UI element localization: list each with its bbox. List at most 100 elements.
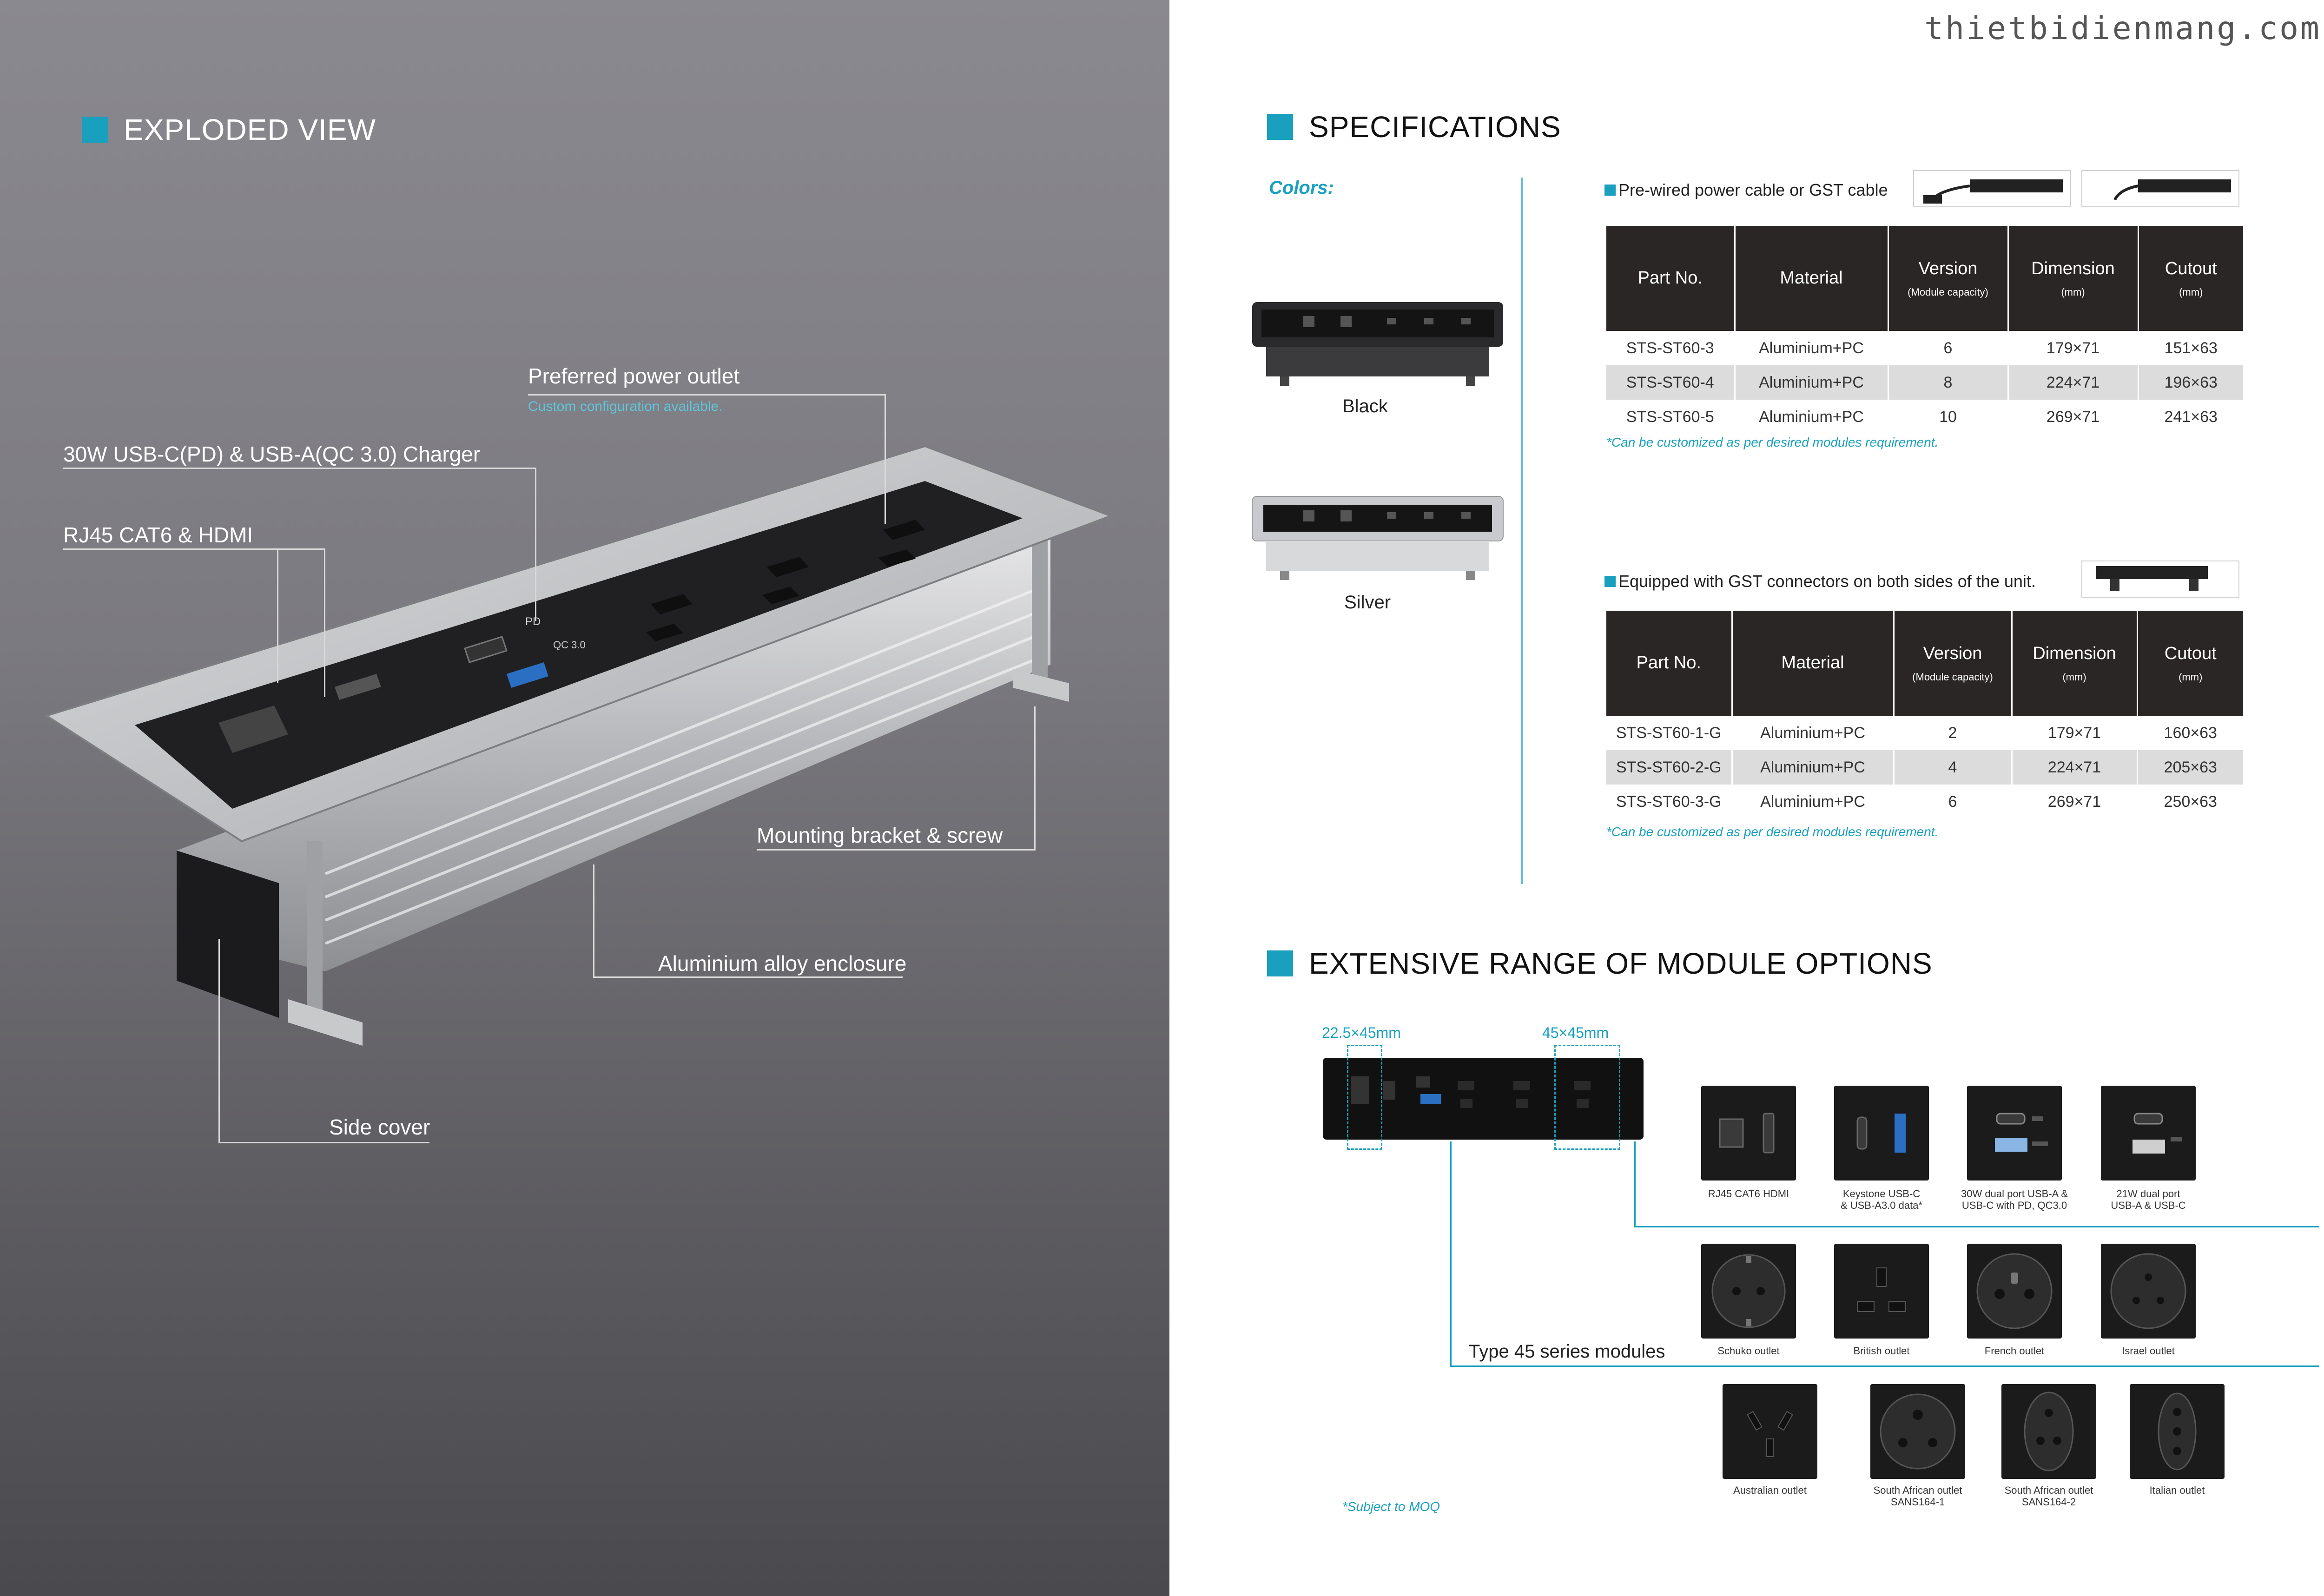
module-label: British outlet: [1853, 1345, 1910, 1357]
colors-label: Colors:: [1269, 178, 1334, 198]
table1-thumb-1: [1913, 170, 2071, 207]
table1-footnote: *Can be customized as per desired module…: [1606, 435, 1939, 449]
module-label: Schuko outlet: [1717, 1345, 1780, 1357]
table1-thumb-2: [2081, 170, 2239, 207]
australian-outlet-icon: [1723, 1384, 1817, 1479]
connector-line: [1450, 1141, 1452, 1366]
title-square-icon: [1267, 950, 1293, 976]
small-module-marker: [1347, 1045, 1382, 1150]
table2-thumb: [2081, 561, 2239, 598]
leader-bracket: [757, 706, 1036, 851]
connector-line: [1634, 1226, 2319, 1227]
black-unit-image: [1252, 302, 1503, 386]
title-square-icon: [82, 117, 108, 143]
south-african-2-outlet-icon: [2001, 1384, 2096, 1479]
callout-enclosure: Aluminium alloy enclosure: [658, 951, 907, 976]
header-material: Material: [1735, 226, 1889, 331]
header-material: Material: [1732, 611, 1895, 716]
header-part-no: Part No.: [1606, 226, 1736, 331]
color-silver-label: Silver: [1344, 592, 1391, 613]
usb-pd-qc-module-icon: [1967, 1086, 2062, 1181]
specifications-panel: thietbidienmang.com SPECIFICATIONS Color…: [1169, 0, 2324, 1596]
caption-square-icon: [1604, 185, 1616, 196]
connector-line: [1450, 1365, 2319, 1367]
table2-caption: Equipped with GST connectors on both sid…: [1604, 572, 2036, 591]
south-african-1-outlet-icon: [1870, 1384, 1965, 1479]
table-header-row: Part No. Material Version(Module capacit…: [1606, 611, 2243, 716]
table-header-row: Part No. Material Version(Module capacit…: [1606, 226, 2243, 331]
moq-footnote: *Subject to MOQ: [1342, 1499, 1440, 1514]
callout-power-outlet-sub: Custom configuration available.: [528, 399, 723, 414]
specifications-title: SPECIFICATIONS: [1267, 110, 1561, 144]
silver-unit-image: [1252, 496, 1504, 580]
title-square-icon: [1267, 114, 1293, 140]
side-cover: [177, 851, 279, 1018]
exploded-view-title: EXPLODED VIEW: [82, 112, 376, 147]
module-label: RJ45 CAT6 HDMI: [1708, 1188, 1789, 1200]
enclosure-grooves: [324, 584, 1047, 945]
header-cutout: Cutout(mm): [2138, 226, 2243, 331]
keystone-usb-module-icon: [1834, 1086, 1929, 1181]
vertical-divider: [1521, 178, 1523, 884]
spec-table-2: Part No. Material Version(Module capacit…: [1606, 611, 2243, 819]
pd-mark: PD: [525, 615, 541, 628]
screw-right: [1032, 534, 1048, 683]
header-version: Version(Module capacity): [1888, 226, 2009, 331]
usb-21w-module-icon: [2101, 1086, 2196, 1181]
hdmi-port: [335, 674, 381, 700]
leader-enclosure: [593, 864, 903, 978]
leader-rj45-hdmi: [63, 548, 325, 697]
header-dimension: Dimension(mm): [2012, 611, 2138, 716]
color-black-label: Black: [1342, 396, 1388, 416]
dim-small-label: 22.5×45mm: [1322, 1024, 1401, 1041]
leader-rj45-branch: [277, 548, 278, 683]
israel-outlet-icon: [2101, 1244, 2196, 1339]
module-label: 30W dual port USB-A & USB-C with PD, QC3…: [1961, 1188, 2068, 1212]
dim-large-label: 45×45mm: [1542, 1024, 1609, 1041]
spec-table-1: Part No. Material Version(Module capacit…: [1606, 226, 2243, 434]
type45-label: Type 45 series modules: [1469, 1341, 1665, 1362]
module-label: South African outlet SANS164-1: [1873, 1484, 1962, 1508]
caption-square-icon: [1604, 576, 1616, 587]
usb-a-port: [507, 662, 548, 688]
module-options-title: EXTENSIVE RANGE OF MODULE OPTIONS: [1267, 946, 1933, 981]
leader-side-cover: [218, 939, 429, 1143]
header-version: Version(Module capacity): [1894, 611, 2013, 716]
module-label: 21W dual port USB-A & USB-C: [2111, 1188, 2186, 1212]
usb-c-port: [464, 636, 508, 663]
screw-left: [307, 841, 323, 1013]
rj45-hdmi-module-icon: [1701, 1086, 1796, 1181]
connector-line: [1634, 1141, 1636, 1227]
module-label: Australian outlet: [1733, 1484, 1807, 1496]
module-label: French outlet: [1984, 1345, 2045, 1357]
bracket-left: [288, 999, 363, 1046]
italian-outlet-icon: [2130, 1384, 2225, 1479]
callout-bracket: Mounting bracket & screw: [757, 823, 1003, 847]
qc-mark: QC 3.0: [553, 639, 586, 651]
header-cutout: Cutout(mm): [2137, 611, 2243, 716]
british-outlet-icon: [1834, 1244, 1929, 1339]
product-illustration: PD QC 3.0: [44, 445, 1114, 1046]
module-label: South African outlet SANS164-2: [2004, 1484, 2093, 1508]
french-outlet-icon: [1967, 1244, 2062, 1339]
module-label: Israel outlet: [2122, 1345, 2175, 1357]
module-label: Keystone USB-C & USB-A3.0 data*: [1840, 1188, 1923, 1212]
header-dimension: Dimension(mm): [2008, 226, 2139, 331]
module-unit-image: [1323, 1058, 1644, 1140]
large-module-marker: [1554, 1045, 1620, 1150]
leader-power-outlet: [528, 394, 886, 524]
outlets: [646, 520, 925, 641]
callout-side-cover: Side cover: [329, 1115, 430, 1139]
table1-caption: Pre-wired power cable or GST cable: [1604, 180, 1888, 200]
bracket-right: [1013, 669, 1069, 702]
callout-charger: 30W USB-C(PD) & USB-A(QC 3.0) Charger: [63, 442, 481, 466]
exploded-view-panel: EXPLODED VIEW: [0, 0, 1169, 1596]
callout-rj45-hdmi: RJ45 CAT6 & HDMI: [63, 523, 253, 547]
watermark: thietbidienmang.com: [1924, 10, 2321, 47]
